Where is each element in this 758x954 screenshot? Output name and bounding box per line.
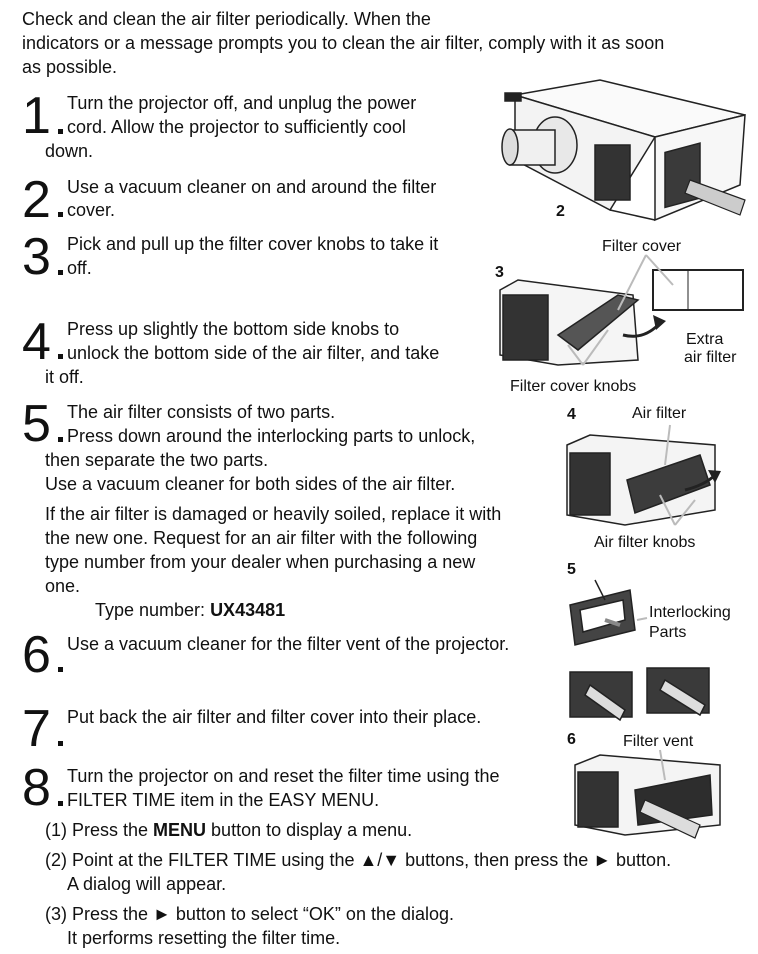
label-filter-vent: Filter vent (623, 733, 694, 750)
step-1-line-1: Turn the projector off, and unplug the p… (67, 93, 417, 113)
air-filter-illustration (566, 424, 721, 526)
substep-1: (1) Press the MENU button to display a m… (45, 818, 412, 842)
step-6-number: 6 (22, 626, 51, 684)
step-5-line-4: Use a vacuum cleaner for both sides of t… (45, 474, 456, 494)
label-air-filter-knobs: Air filter knobs (594, 534, 696, 551)
substep-1-post: button to display a menu. (206, 820, 413, 840)
step-7-marker (58, 741, 63, 746)
intro-line-2: indicators or a message prompts you to c… (22, 33, 665, 53)
step-7-number: 7 (22, 700, 51, 758)
step-4-line-1: Press up slightly the bottom side knobs … (67, 319, 400, 339)
step-2-number: 2 (22, 171, 51, 229)
label-air-filter: Air filter (632, 405, 687, 422)
step-5-extra-4: one. (45, 576, 81, 596)
step-6-marker (58, 667, 63, 672)
step-5-extra-2: the new one. Request for an air filter w… (45, 528, 478, 548)
step-8-marker (58, 801, 63, 806)
label-interlocking-2: Parts (649, 624, 687, 641)
type-number-label: Type number: (95, 600, 211, 620)
step-5-line-3: then separate the two parts. (45, 450, 269, 470)
label-interlocking-1: Interlocking (649, 604, 731, 621)
step-5-number: 5 (22, 395, 51, 453)
step-7-line-1: Put back the air filter and filter cover… (67, 707, 482, 727)
step-4-number: 4 (22, 313, 51, 371)
fig-2-number: 2 (556, 203, 565, 220)
step-2-line-1: Use a vacuum cleaner on and around the f… (67, 177, 437, 197)
label-extra-2: air filter (684, 349, 737, 366)
type-number-value: UX43481 (210, 600, 286, 620)
substep-2-line-2: A dialog will appear. (67, 874, 227, 894)
step-1-marker (58, 129, 63, 134)
substep-2-line-1: (2) Point at the FILTER TIME using the ▲… (45, 850, 672, 870)
intro-line-3: as possible. (22, 57, 118, 77)
step-3-line-1: Pick and pull up the filter cover knobs … (67, 234, 439, 254)
step-8-number: 8 (22, 759, 51, 817)
filter-cover-illustration (499, 254, 744, 366)
fig-5-number: 5 (567, 561, 576, 578)
fig-4-number: 4 (567, 406, 576, 423)
projector-illustration (501, 79, 746, 222)
intro-line-1: Check and clean the air filter periodica… (22, 9, 431, 29)
substep-3-line-1: (3) Press the ► button to select “OK” on… (45, 904, 455, 924)
step-1-line-2: cord. Allow the projector to sufficientl… (67, 117, 406, 137)
filter-vent-illustration (574, 749, 721, 839)
step-8-line-1: Turn the projector on and reset the filt… (67, 766, 500, 786)
step-5-extra-1: If the air filter is damaged or heavily … (45, 504, 502, 524)
step-5-line-2: Press down around the interlocking parts… (67, 426, 476, 446)
step-2-marker (58, 212, 63, 217)
step-5-marker (58, 437, 63, 442)
step-8-line-2: FILTER TIME item in the EASY MENU. (67, 790, 380, 810)
fig-6-number: 6 (567, 731, 576, 748)
substep-1-pre: (1) Press the (45, 820, 154, 840)
step-2-line-2: cover. (67, 200, 116, 220)
step-5-extra-3: type number from your dealer when purcha… (45, 552, 476, 572)
step-6-line-1: Use a vacuum cleaner for the filter vent… (67, 634, 510, 654)
label-filter-cover-knobs: Filter cover knobs (510, 378, 637, 395)
step-3-number: 3 (22, 228, 51, 286)
substep-3-line-2: It performs resetting the filter time. (67, 928, 341, 948)
lens (501, 116, 578, 174)
step-1-number: 1 (22, 87, 51, 145)
fig-3-number: 3 (495, 264, 504, 281)
label-filter-cover: Filter cover (602, 238, 682, 255)
step-3-line-2: off. (67, 258, 92, 278)
extra-air-filter-box (652, 269, 744, 311)
type-number-line: Type number: UX43481 (95, 598, 285, 622)
step-5-line-1: The air filter consists of two parts. (67, 402, 336, 422)
step-1-line-3: down. (45, 141, 94, 161)
step-3-marker (58, 270, 63, 275)
step-4-line-3: it off. (45, 367, 84, 387)
label-extra-1: Extra (686, 331, 724, 348)
step-4-line-2: unlock the bottom side of the air filter… (67, 343, 440, 363)
substep-1-menu: MENU (153, 820, 207, 840)
interlocking-illustration (569, 579, 710, 722)
step-4-marker (58, 354, 63, 359)
